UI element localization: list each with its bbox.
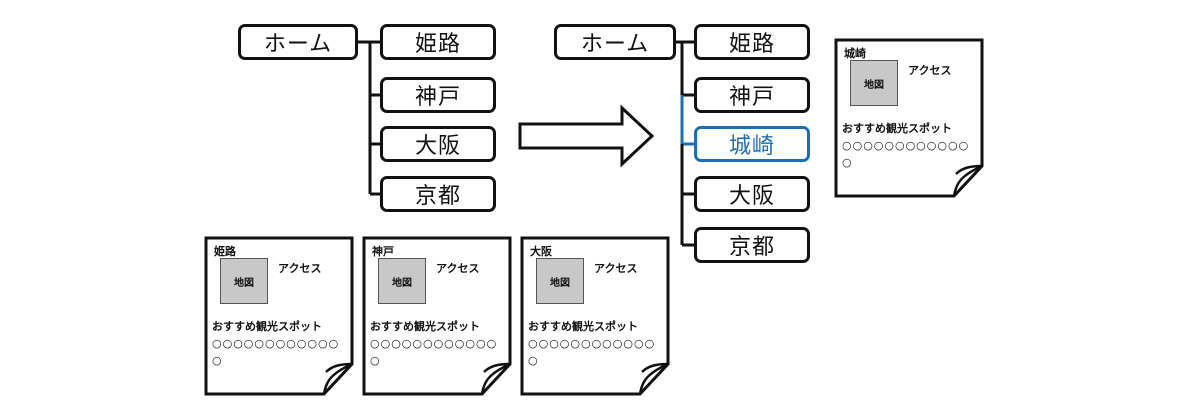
- placeholder-circles: ○○○○○○○○○○○○○: [370, 337, 498, 367]
- page-title: 姫路: [214, 245, 236, 258]
- map-label: 地図: [234, 277, 254, 289]
- placeholder-circles: ○○○○○○○○○○○○○: [842, 139, 970, 169]
- after-node-kinosaki-new: 城崎: [694, 126, 810, 162]
- map-label: 地図: [392, 277, 412, 289]
- access-label: アクセス: [908, 64, 952, 77]
- map-placeholder: 地図: [536, 258, 584, 304]
- spot-label: おすすめ観光スポット: [528, 320, 638, 333]
- after-node-osaka: 大阪: [694, 176, 810, 212]
- after-node-kobe: 神戸: [694, 77, 810, 113]
- spot-label: おすすめ観光スポット: [842, 122, 952, 135]
- transform-arrow-icon: [518, 104, 655, 168]
- page-title: 城崎: [844, 47, 866, 60]
- page-title: 大阪: [530, 245, 552, 258]
- after-node-kyoto: 京都: [694, 227, 810, 263]
- placeholder-circles: ○○○○○○○○○○○○○: [528, 337, 656, 367]
- spot-label: おすすめ観光スポット: [370, 320, 480, 333]
- page-card-osaka: 大阪 地図 アクセス おすすめ観光スポット ○○○○○○○○○○○○○: [520, 236, 670, 396]
- map-placeholder: 地図: [378, 258, 426, 304]
- before-root-node: ホーム: [238, 24, 358, 60]
- access-label: アクセス: [594, 262, 638, 275]
- access-label: アクセス: [436, 262, 480, 275]
- spot-label: おすすめ観光スポット: [212, 320, 322, 333]
- map-label: 地図: [550, 277, 570, 289]
- page-card-himeji: 姫路 地図 アクセス おすすめ観光スポット ○○○○○○○○○○○○○: [204, 236, 354, 396]
- access-label: アクセス: [278, 262, 322, 275]
- before-node-osaka: 大阪: [380, 126, 496, 162]
- page-card-kobe: 神戸 地図 アクセス おすすめ観光スポット ○○○○○○○○○○○○○: [362, 236, 512, 396]
- after-node-himeji: 姫路: [694, 24, 810, 60]
- placeholder-circles: ○○○○○○○○○○○○○: [212, 337, 340, 367]
- after-root-node: ホーム: [554, 24, 676, 60]
- map-placeholder: 地図: [220, 258, 268, 304]
- page-title: 神戸: [372, 245, 394, 258]
- before-node-kobe: 神戸: [380, 77, 496, 113]
- after-tree-connectors: [676, 40, 694, 247]
- map-label: 地図: [864, 79, 884, 91]
- before-node-himeji: 姫路: [380, 24, 496, 60]
- map-placeholder: 地図: [850, 60, 898, 106]
- page-card-kinosaki: 城崎 地図 アクセス おすすめ観光スポット ○○○○○○○○○○○○○: [834, 38, 984, 198]
- before-node-kyoto: 京都: [380, 176, 496, 212]
- before-tree-connectors: [358, 40, 380, 196]
